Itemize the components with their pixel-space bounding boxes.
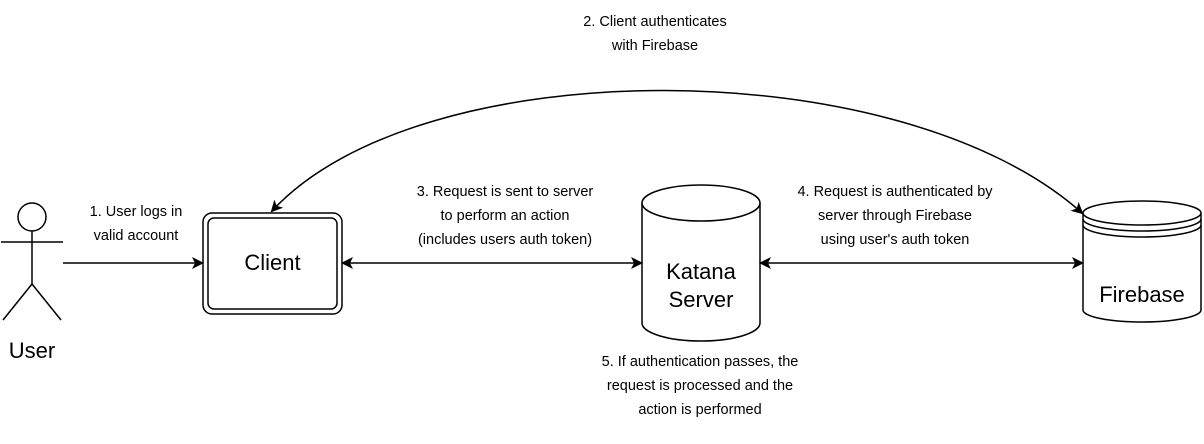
step5-label: 5. If authentication passes, the request… [560, 350, 840, 422]
step2-line1: 2. Client authenticates [583, 14, 727, 30]
katana-server-label-line1: Katana [666, 259, 736, 284]
step5-line3: action is performed [638, 402, 762, 418]
step1-label: 1. User logs in valid account [66, 200, 206, 248]
step2-line2: with Firebase [611, 38, 699, 54]
step1-line1: 1. User logs in [89, 204, 183, 220]
step5-line2: request is processed and the [606, 378, 794, 394]
client-box [202, 212, 343, 315]
step4-label: 4. Request is authenticated by server th… [770, 180, 1020, 252]
katana-server-label-line2: Server [668, 287, 734, 312]
step4-line1: 4. Request is authenticated by [797, 184, 993, 200]
step3-line1: 3. Request is sent to server [416, 184, 594, 200]
step3-label: 3. Request is sent to server to perform … [385, 180, 625, 252]
user-label: User [8, 338, 56, 363]
step3-line3: (includes users auth token) [417, 232, 593, 248]
step3-line2: to perform an action [440, 208, 570, 224]
client-label: Client [244, 250, 301, 275]
katana-server-label: Katana Server [642, 258, 760, 314]
firebase-label: Firebase [1099, 282, 1185, 307]
firebase-database-cylinder [1082, 200, 1202, 323]
step4-line2: server through Firebase [818, 208, 972, 224]
client-firebase-curved-arrow [270, 89, 1084, 215]
step4-line3: using user's auth token [820, 232, 970, 248]
step5-line1: 5. If authentication passes, the [601, 354, 799, 370]
step1-line2: valid account [93, 228, 179, 244]
step2-label: 2. Client authenticates with Firebase [540, 10, 770, 58]
user-actor-icon [1, 202, 63, 321]
